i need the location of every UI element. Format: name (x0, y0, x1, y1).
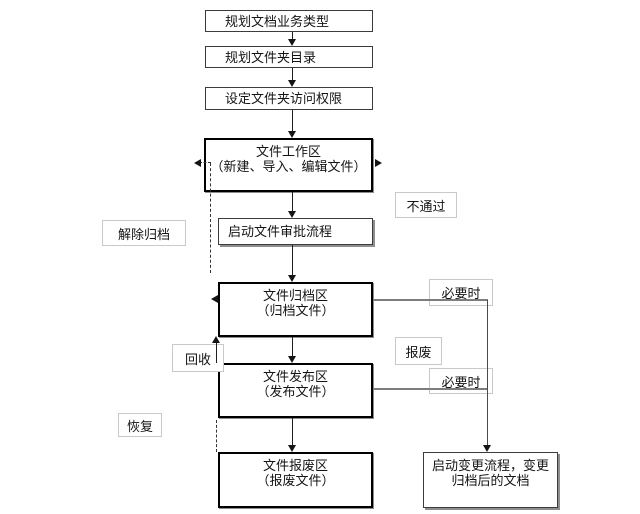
node-start-approval: 启动文件审批流程 (218, 218, 373, 245)
arrow-left-icon (194, 159, 201, 167)
edge-label-unarchive: 解除归档 (102, 220, 186, 246)
node-label-line1: 文件归档区 (262, 288, 328, 303)
node-plan-doc-type: 规划文档业务类型 (205, 10, 373, 32)
edge-label-text: 必要时 (441, 286, 481, 301)
node-change-process: 启动变更流程，变更 归档后的文档 (423, 452, 558, 508)
dashed-line-unarchive-top (199, 162, 211, 163)
flow-line (292, 337, 293, 357)
node-publish-area: 文件发布区 （发布文件） (218, 363, 373, 418)
recycle-line (216, 343, 217, 363)
node-label-line2: （发布文件） (256, 384, 335, 399)
arrow-down-icon (288, 80, 296, 87)
edge-label-recycle: 回收 (172, 344, 224, 372)
edge-label-scrap: 报废 (395, 337, 442, 365)
connector-vertical-change (487, 300, 488, 446)
edge-label-text: 回收 (184, 351, 211, 367)
node-label-line1: 文件发布区 (262, 369, 328, 384)
node-label-line2: 归档后的文档 (451, 473, 530, 488)
arrow-down-icon (288, 39, 296, 46)
edge-label-text: 恢复 (126, 418, 153, 434)
node-label: 设定文件夹访问权限 (225, 91, 343, 106)
dashed-line-restore (216, 420, 217, 452)
node-label-line1: 文件报废区 (262, 458, 328, 473)
flow-line (292, 32, 293, 40)
flow-line (292, 245, 293, 276)
node-archive-area: 文件归档区 （归档文件） (218, 282, 373, 337)
arrow-down-icon (288, 131, 296, 138)
arrow-up-icon (212, 336, 220, 343)
edge-label-text: 解除归档 (117, 226, 170, 242)
node-label-line1: 启动变更流程，变更 (431, 458, 549, 473)
flow-line (292, 110, 293, 132)
flow-line (292, 192, 293, 211)
edge-label-restore: 恢复 (118, 413, 162, 437)
connector-archive-to-change (373, 299, 488, 301)
node-label: 启动文件审批流程 (228, 224, 333, 239)
connector-publish-to-change (373, 388, 488, 390)
node-work-area: 文件工作区 （新建、导入、编辑文件） (204, 138, 373, 192)
arrow-down-icon (288, 275, 296, 282)
node-set-permission: 设定文件夹访问权限 (205, 87, 373, 110)
node-scrap-area: 文件报废区 （报废文件） (218, 452, 373, 508)
edge-label-text: 报废 (405, 344, 432, 360)
flow-line (292, 68, 293, 81)
node-label: 规划文件夹目录 (225, 49, 317, 65)
edge-label-not-pass: 不通过 (395, 192, 457, 218)
node-label-line2: （归档文件） (256, 303, 335, 318)
arrow-left-icon (211, 295, 218, 303)
flow-line (292, 418, 293, 446)
node-label-line2: （报废文件） (256, 473, 335, 488)
edge-label-text: 不通过 (406, 198, 446, 214)
edge-label-when-necessary-bottom: 必要时 (429, 368, 493, 394)
node-label-line1: 文件工作区 (255, 144, 321, 159)
arrow-down-icon (288, 211, 296, 218)
edge-label-when-necessary-top: 必要时 (429, 279, 493, 306)
node-plan-folder: 规划文件夹目录 (205, 46, 373, 68)
arrow-right-icon (375, 159, 382, 167)
arrow-down-icon (288, 356, 296, 363)
arrow-down-icon (288, 445, 296, 452)
arrow-down-icon (483, 445, 491, 452)
edge-label-text: 必要时 (441, 374, 481, 390)
dashed-line-unarchive-vertical (210, 163, 211, 273)
node-label: 规划文档业务类型 (225, 13, 330, 29)
node-label-line2: （新建、导入、编辑文件） (210, 159, 367, 174)
